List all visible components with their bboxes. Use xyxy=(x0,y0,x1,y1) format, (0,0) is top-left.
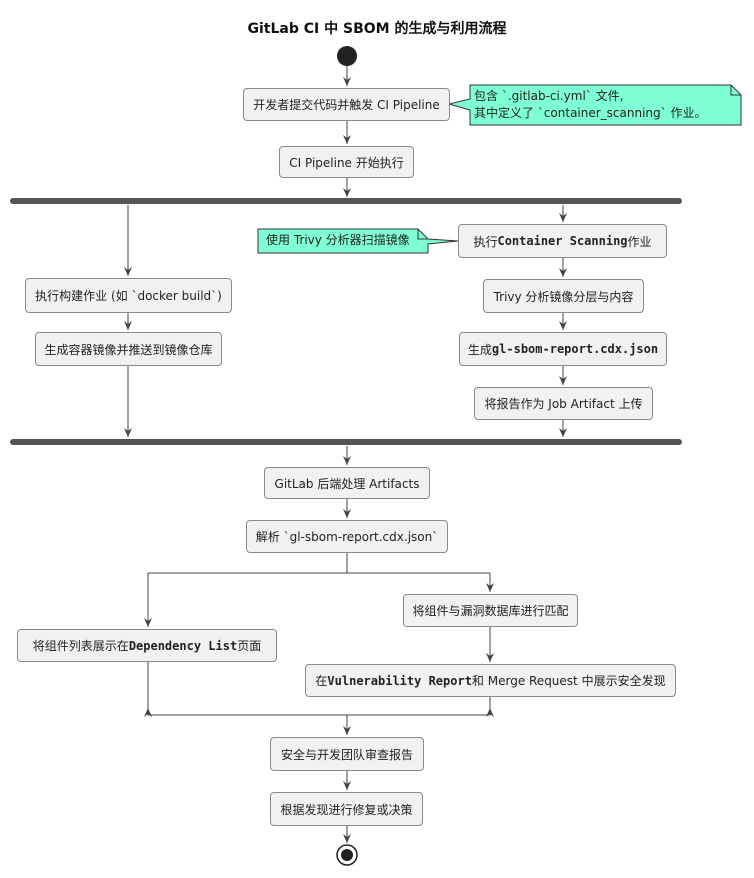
node-dep-post: 页面 xyxy=(237,639,262,653)
node-generate-sbom: 生成 gl-sbom-report.cdx.json xyxy=(459,332,667,366)
node-build-job: 执行构建作业 (如 `docker build`) xyxy=(25,278,232,313)
node-upload-label: 将报告作为 Job Artifact 上传 xyxy=(484,397,643,411)
node-push-label: 开发者提交代码并触发 CI Pipeline xyxy=(253,98,440,112)
node-parse: 解析 `gl-sbom-report.cdx.json` xyxy=(246,520,448,553)
node-review: 安全与开发团队审查报告 xyxy=(270,737,424,771)
node-vulnerability-report: 在 Vulnerability Report 和 Merge Request 中… xyxy=(305,664,676,697)
note-gitlab-ci: 包含 `.gitlab-ci.yml` 文件, 其中定义了 `container… xyxy=(474,88,706,122)
node-scan-bold: Container Scanning xyxy=(497,234,628,248)
note-trivy-shape xyxy=(257,228,459,254)
node-fix: 根据发现进行修复或决策 xyxy=(270,792,423,826)
join-bar xyxy=(10,439,682,445)
node-push: 开发者提交代码并触发 CI Pipeline xyxy=(243,88,450,121)
diagram-title: GitLab CI 中 SBOM 的生成与利用流程 xyxy=(247,21,507,37)
node-vuln-bold: Vulnerability Report xyxy=(327,673,472,688)
node-match-db: 将组件与漏洞数据库进行匹配 xyxy=(403,594,578,627)
node-review-label: 安全与开发团队审查报告 xyxy=(280,747,413,762)
note-gitlab-ci-line1: 包含 `.gitlab-ci.yml` 文件, xyxy=(474,89,624,103)
node-vuln-post: 和 Merge Request 中展示安全发现 xyxy=(471,674,666,688)
note-trivy-label: 使用 Trivy 分析器扫描镜像 xyxy=(266,233,410,247)
note-gitlab-ci-shape xyxy=(447,84,742,126)
node-post-process-label: GitLab 后端处理 Artifacts xyxy=(274,476,420,491)
node-gen-bold: gl-sbom-report.cdx.json xyxy=(491,342,659,356)
connectors xyxy=(124,66,567,843)
node-trivy-analyze: Trivy 分析镜像分层与内容 xyxy=(483,279,644,313)
node-gen-pre: 生成 xyxy=(467,342,492,357)
node-upload-artifact: 将报告作为 Job Artifact 上传 xyxy=(474,387,653,420)
start-node xyxy=(337,46,357,66)
node-scan-pre: 执行 xyxy=(473,234,498,249)
note-gitlab-ci-line2: 其中定义了 `container_scanning` 作业。 xyxy=(474,106,707,120)
node-dep-pre: 将组件列表展示在 xyxy=(32,639,129,653)
node-dependency-list: 将组件列表展示在 Dependency List 页面 xyxy=(17,629,277,662)
node-vuln-pre: 在 xyxy=(315,674,328,688)
node-pipeline-start: CI Pipeline 开始执行 xyxy=(279,146,414,178)
node-trivy-analyze-label: Trivy 分析镜像分层与内容 xyxy=(493,289,634,304)
node-post-process: GitLab 后端处理 Artifacts xyxy=(264,467,430,499)
node-container-scanning: 执行 Container Scanning 作业 xyxy=(458,224,667,258)
end-node-inner xyxy=(341,849,353,861)
node-scan-post: 作业 xyxy=(627,234,652,249)
node-match-db-label: 将组件与漏洞数据库进行匹配 xyxy=(412,604,569,618)
node-fix-label: 根据发现进行修复或决策 xyxy=(280,802,413,817)
node-pipeline-start-label: CI Pipeline 开始执行 xyxy=(289,155,404,170)
fork-bar xyxy=(10,198,682,204)
node-dep-bold: Dependency List xyxy=(128,638,238,653)
node-parse-label: 解析 `gl-sbom-report.cdx.json` xyxy=(255,530,439,544)
node-push-image: 生成容器镜像并推送到镜像仓库 xyxy=(35,332,222,366)
note-trivy: 使用 Trivy 分析器扫描镜像 xyxy=(266,232,410,249)
node-build-job-label: 执行构建作业 (如 `docker build`) xyxy=(35,289,222,303)
node-push-image-label: 生成容器镜像并推送到镜像仓库 xyxy=(44,342,213,357)
